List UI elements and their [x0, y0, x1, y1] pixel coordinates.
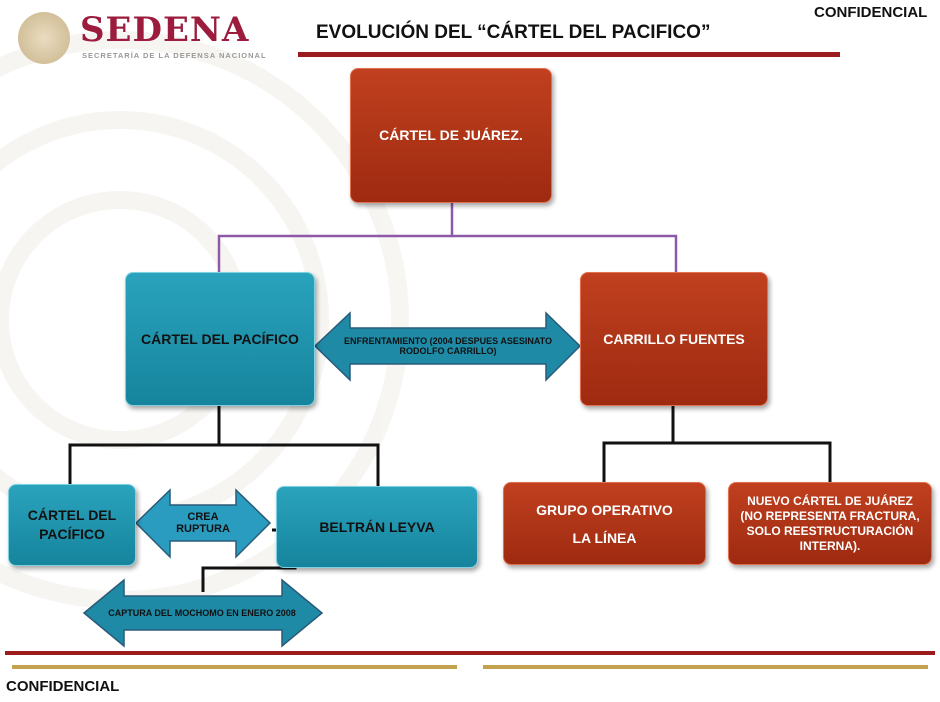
connector-pacifico-split — [68, 406, 221, 484]
connector-juarez-pacifico — [217, 203, 454, 272]
ruptura-label: CREA RUPTURA — [176, 511, 230, 535]
sedena-logo-text: SEDENA — [80, 10, 250, 50]
ruptura-arrow — [134, 488, 272, 559]
node-grupo-operativo: GRUPO OPERATIVO LA LÍNEA — [503, 482, 706, 565]
enfrentamiento-label: ENFRENTAMIENTO (2004 DESPUES ASESINATO R… — [343, 336, 553, 356]
node-nuevo-cartel-juarez: NUEVO CÁRTEL DE JUÁREZ (NO REPRESENTA FR… — [728, 482, 932, 565]
confidential-top: CONFIDENCIAL — [814, 4, 928, 21]
node-cartel-pacifico-split: CÁRTEL DEL PACÍFICO — [8, 484, 136, 566]
captura-arrow — [82, 578, 324, 648]
footer-gold-line-left — [12, 665, 457, 669]
node-carrillo-fuentes: CARRILLO FUENTES — [580, 272, 768, 406]
connector-carrillo-split — [602, 406, 675, 482]
grupo-line-2: LA LÍNEA — [572, 529, 637, 546]
footer-gold-line-right — [483, 665, 928, 669]
connector-nuevo — [673, 441, 832, 482]
node-cartel-juarez: CÁRTEL DE JUÁREZ. — [350, 68, 552, 203]
page-title: EVOLUCIÓN DEL “CÁRTEL DEL PACIFICO” — [316, 22, 711, 43]
connector-beltran — [219, 443, 380, 486]
title-underline — [298, 52, 840, 57]
coat-of-arms-logo — [18, 12, 70, 64]
sedena-subtitle: SECRETARÍA DE LA DEFENSA NACIONAL — [82, 51, 267, 60]
grupo-line-1: GRUPO OPERATIVO — [536, 501, 673, 518]
confidential-bottom: CONFIDENCIAL — [6, 678, 120, 695]
node-cartel-pacifico: CÁRTEL DEL PACÍFICO — [125, 272, 315, 406]
captura-label: CAPTURA DEL MOCHOMO EN ENERO 2008 — [108, 608, 296, 618]
footer-red-line — [5, 651, 935, 655]
connector-juarez-carrillo — [452, 234, 678, 272]
node-beltran-leyva: BELTRÁN LEYVA — [276, 486, 478, 568]
